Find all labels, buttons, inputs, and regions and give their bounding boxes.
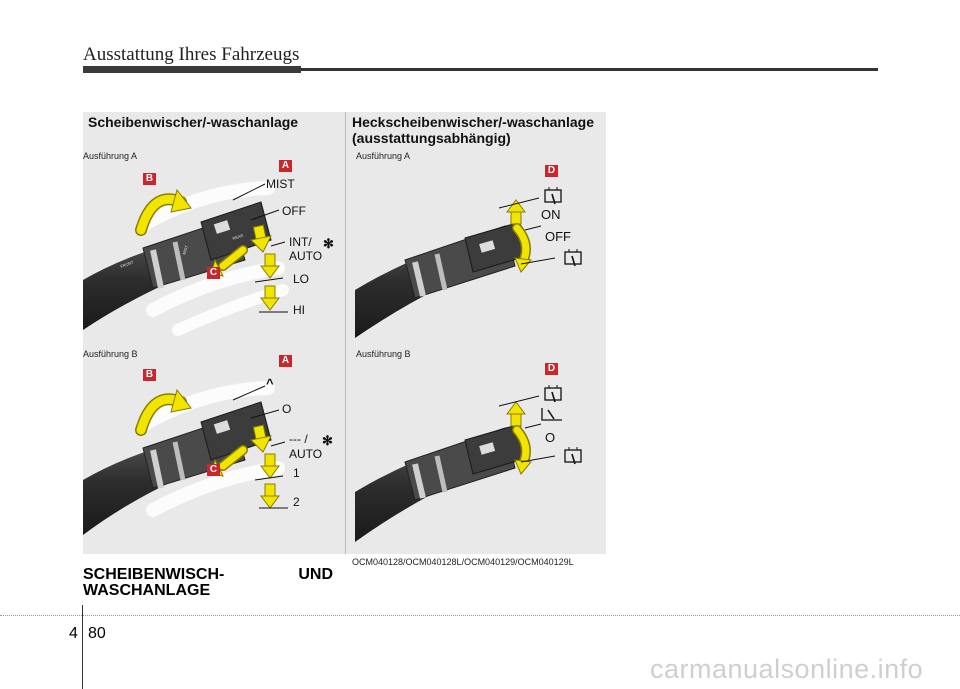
chapter-number: 4 <box>69 625 78 642</box>
badge-b-variant-b: B <box>143 369 156 381</box>
rear-wiper-icon-b <box>564 447 582 465</box>
stalk-rear-text: REAR <box>232 233 244 241</box>
label-off: OFF <box>282 204 306 218</box>
label-rear-off-symbol: O <box>545 430 556 445</box>
watermark: carmanualsonline.info <box>650 654 924 684</box>
badge-a-variant-b: A <box>279 355 292 367</box>
svg-text:FRONT: FRONT <box>120 259 135 269</box>
badge-d-variant-b: D <box>545 363 558 375</box>
label-lo: LO <box>293 272 310 286</box>
rear-variant-a-label: Ausführung A <box>356 151 411 161</box>
header-rule <box>83 68 878 71</box>
label-rear-on: ON <box>541 207 561 222</box>
badge-c-variant-b: C <box>207 464 220 476</box>
label-mist-symbol: ^ <box>266 376 274 391</box>
rear-washer-icon <box>544 187 562 205</box>
label-asterisk-b: ✻ <box>322 433 333 448</box>
label-mist: MIST <box>266 177 295 191</box>
section-heading-word1: SCHEIBENWISCH- <box>83 566 225 583</box>
running-header: Ausstattung Ihres Fahrzeugs <box>83 44 300 65</box>
label-off-symbol: O <box>282 402 292 416</box>
label-hi: HI <box>293 303 305 317</box>
section-heading-line1: SCHEIBENWISCH- UND <box>83 566 333 584</box>
rear-variant-b-label: Ausführung B <box>356 349 411 359</box>
front-wiper-illustration-a: REAR MIST FRONT <box>83 181 289 336</box>
section-heading-line2: WASCHANLAGE <box>83 582 211 599</box>
rear-washer-icon-b <box>544 385 562 403</box>
label-int: INT/ <box>289 235 312 249</box>
rear-wiper-illustration-b <box>355 395 556 542</box>
label-auto-b: AUTO <box>289 447 323 461</box>
front-wiper-illustration-b <box>83 381 288 535</box>
front-variant-b-label: Ausführung B <box>83 349 138 359</box>
label-speed-2: 2 <box>293 495 300 509</box>
front-variant-a-label: Ausführung A <box>83 151 138 161</box>
figure-caption: OCM040128/OCM040128L/OCM040129/OCM040129… <box>352 557 574 567</box>
label-speed-1: 1 <box>293 466 300 480</box>
header-tab <box>83 66 301 73</box>
rear-wiper-title-line1: Heckscheibenwischer/-waschanlage <box>352 114 594 130</box>
badge-d: D <box>545 165 558 177</box>
front-wiper-title: Scheibenwischer/-waschanlage <box>88 114 299 130</box>
label-asterisk: ✻ <box>323 236 334 251</box>
badge-a: A <box>279 160 292 172</box>
badge-b: B <box>143 173 156 185</box>
section-heading-word2: UND <box>298 566 333 583</box>
rear-wiper-title-line2: (ausstattungsabhängig) <box>352 130 511 146</box>
badge-c: C <box>207 267 220 279</box>
rear-wiper-on-icon <box>541 408 562 421</box>
label-rear-off: OFF <box>545 229 571 244</box>
rear-wiper-illustration-a <box>355 197 556 338</box>
label-int-symbol: --- / <box>289 432 308 446</box>
page-number: 80 <box>88 625 106 642</box>
label-auto: AUTO <box>289 249 323 263</box>
svg-text:MIST: MIST <box>181 244 189 255</box>
footer-vertical-rule <box>82 605 83 689</box>
rear-wiper-icon <box>564 249 582 267</box>
footer-dotted-rule <box>0 615 960 616</box>
figure-divider <box>345 112 346 554</box>
